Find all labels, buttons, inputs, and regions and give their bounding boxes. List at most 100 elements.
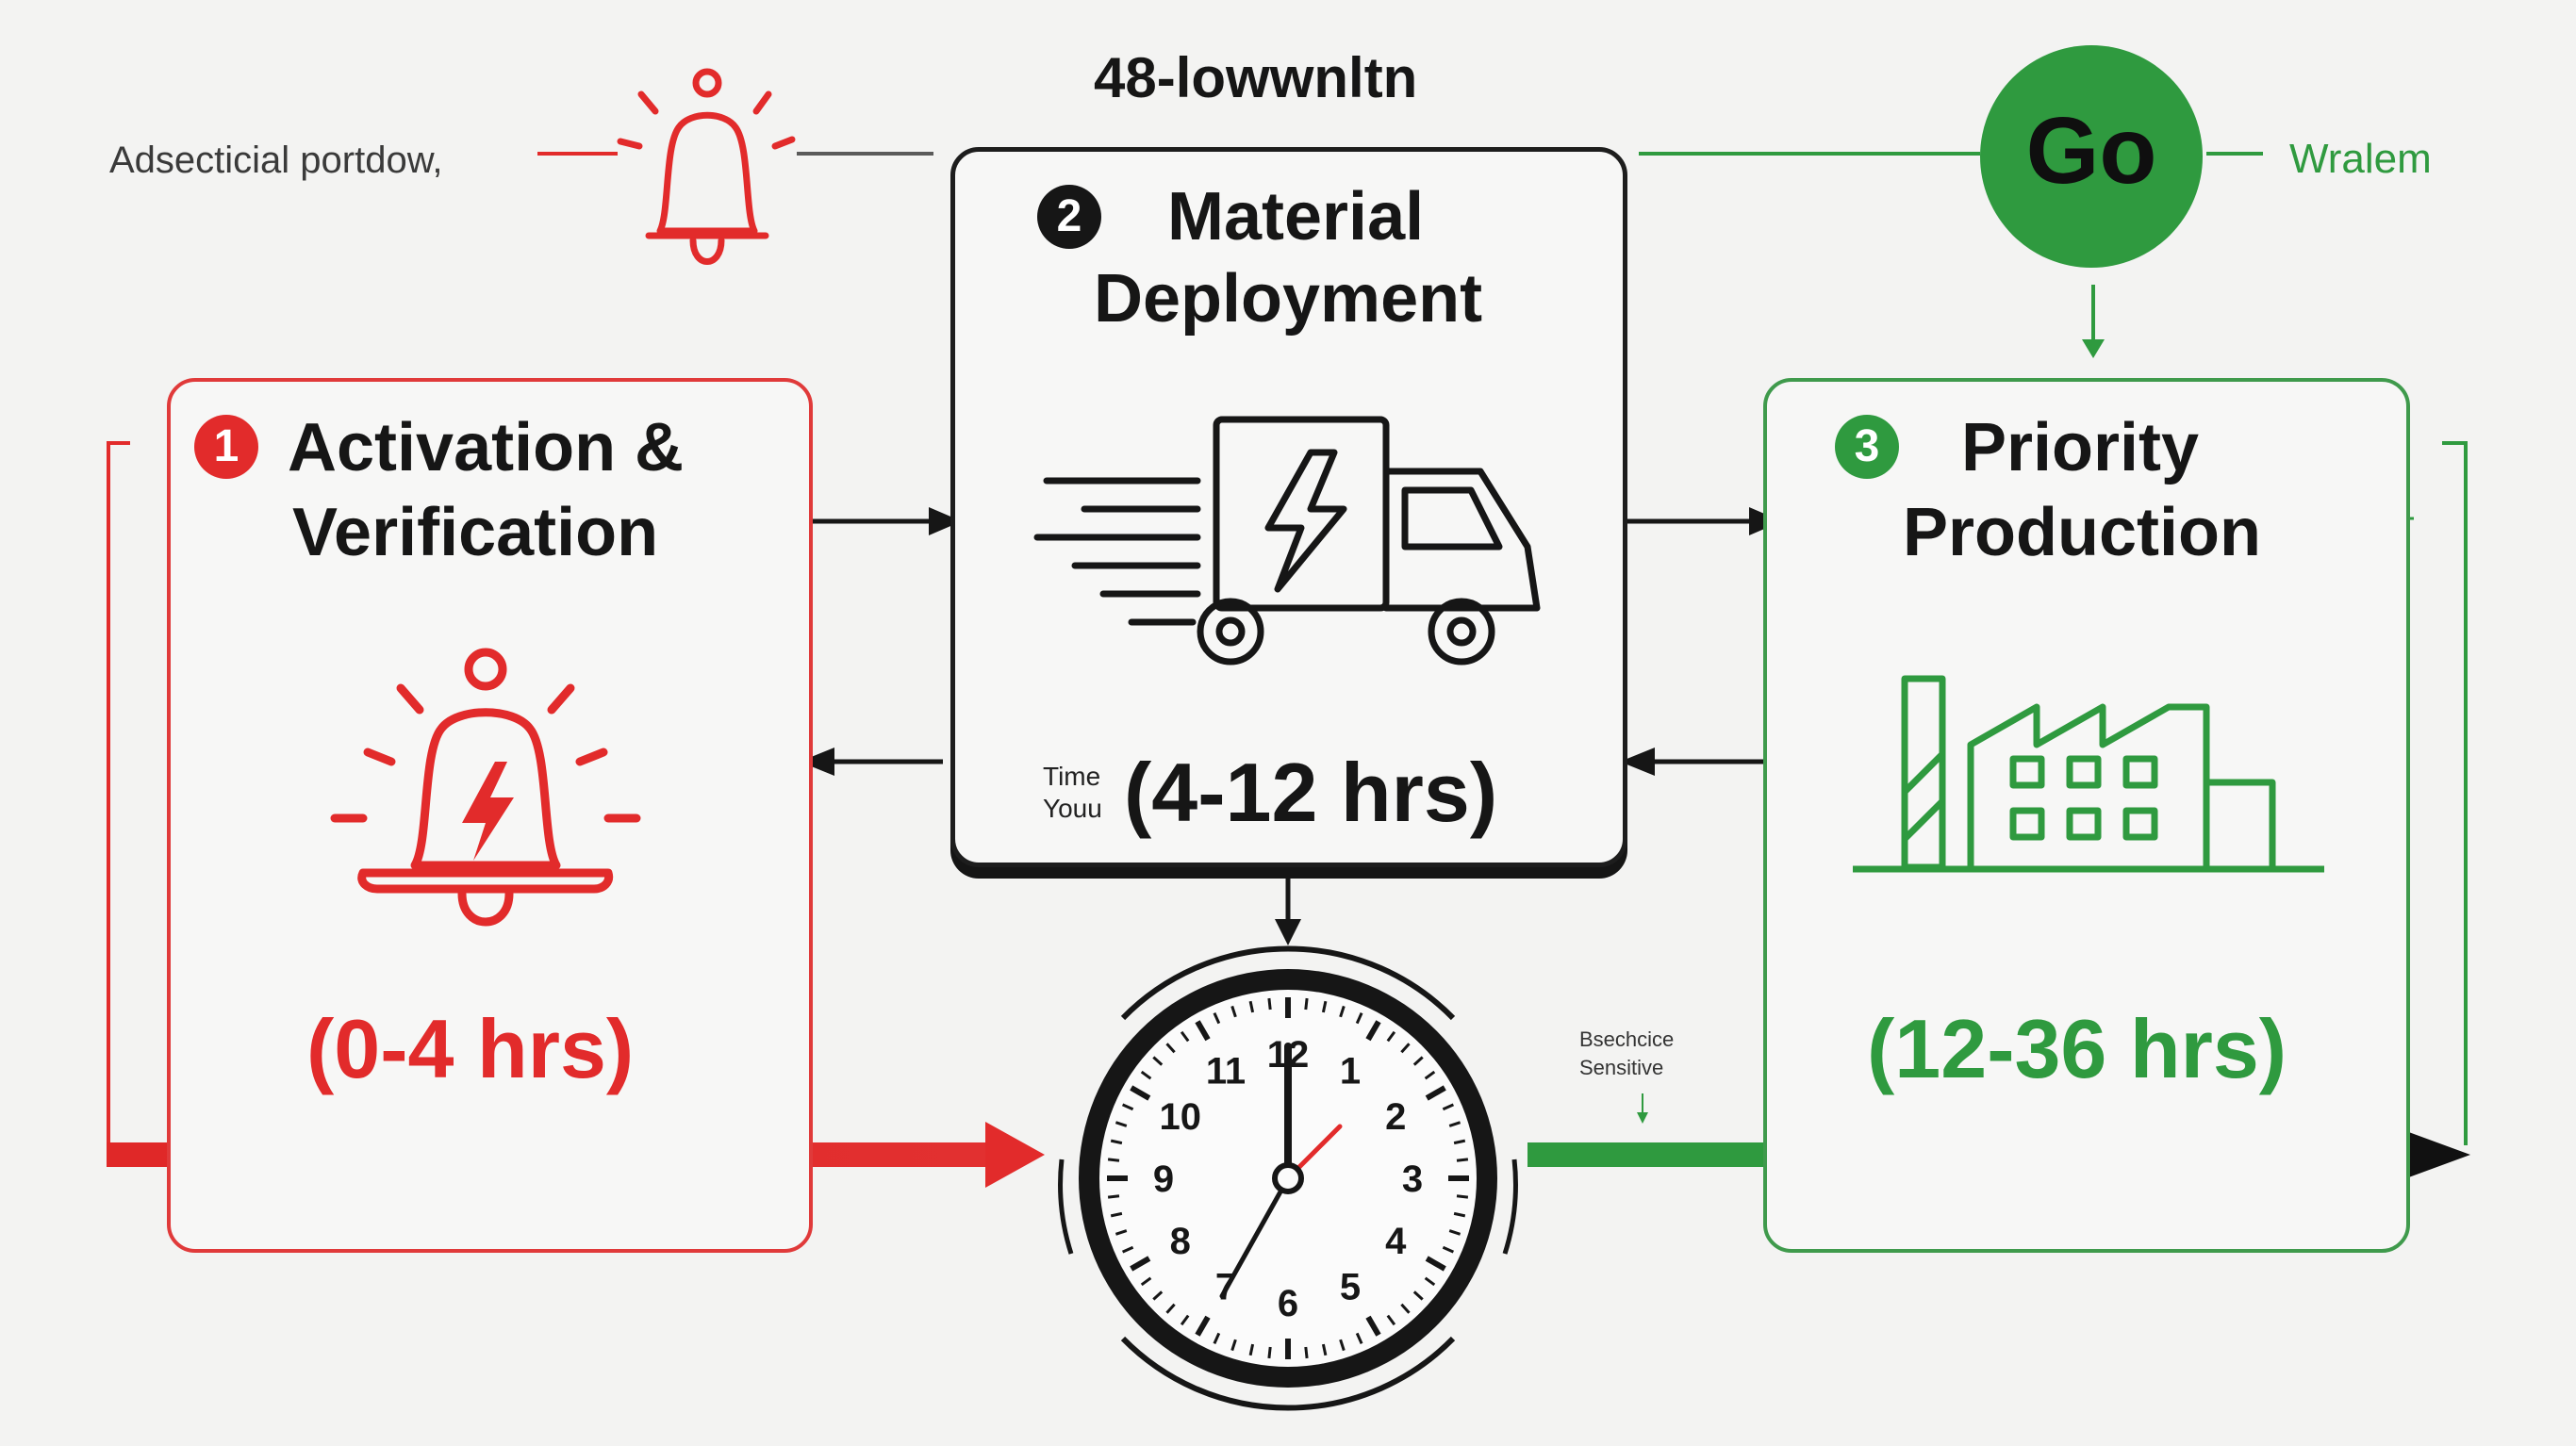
- clock-tick: [1165, 1043, 1176, 1054]
- clock-tick: [1448, 1229, 1461, 1236]
- red-arrowhead: [985, 1122, 1045, 1188]
- clock-tick: [1448, 1121, 1461, 1127]
- clock-tick: [1456, 1158, 1469, 1162]
- clock-tick: [1412, 1290, 1424, 1301]
- clock-tick: [1386, 1314, 1396, 1326]
- clock-tick: [1165, 1303, 1176, 1314]
- clock-tick: [1339, 1005, 1346, 1018]
- step-2-badge: 2: [1037, 185, 1101, 249]
- clock-tick: [1355, 1011, 1363, 1025]
- clock-tick: [1453, 1211, 1466, 1218]
- clock-tick: [1107, 1158, 1120, 1162]
- arrow-1-to-2: [929, 507, 962, 535]
- go-label: Go: [2025, 98, 2157, 204]
- time-label-line1: Time: [1043, 762, 1101, 791]
- clock-tick: [1304, 997, 1309, 1011]
- clock-tick: [1130, 1085, 1151, 1101]
- clock-tick: [1442, 1103, 1455, 1111]
- clock-tick: [1304, 1346, 1309, 1359]
- clock-tick: [1400, 1303, 1411, 1314]
- go-button[interactable]: Go: [1980, 45, 2203, 268]
- clock-tick: [1386, 1030, 1396, 1043]
- clock-number: 5: [1340, 1266, 1361, 1307]
- step-3-badge: 3: [1835, 415, 1899, 479]
- clock-tick: [1195, 1020, 1211, 1042]
- clock-number: 11: [1206, 1051, 1246, 1093]
- step-3-title-line1: Priority: [1961, 410, 2200, 485]
- clock-number: 6: [1278, 1283, 1298, 1324]
- clock-minute-hand: [1219, 1175, 1291, 1299]
- clock-tick: [1424, 1276, 1436, 1287]
- clock-tick: [1365, 1315, 1381, 1337]
- clock-tick: [1115, 1121, 1128, 1127]
- left-header-label: Adsecticial portdow,: [109, 140, 443, 181]
- arrow-2-to-1: [800, 748, 834, 776]
- arrow-2-to-clock: [1275, 919, 1301, 945]
- step-2-duration: (4-12 hrs): [1124, 746, 1498, 839]
- clock-tick: [1424, 1070, 1436, 1080]
- clock-tick: [1213, 1011, 1221, 1025]
- clock-tick: [1180, 1030, 1190, 1043]
- clock-ticks: [1107, 997, 1469, 1359]
- clock-tick: [1140, 1276, 1152, 1287]
- clock-tick: [1230, 1005, 1237, 1018]
- go-arrow-down: [2082, 339, 2105, 358]
- clock-tick: [1412, 1056, 1424, 1066]
- clock-tick: [1110, 1139, 1123, 1145]
- step-1-title-line1: Activation &: [288, 410, 685, 485]
- clock-tick: [1365, 1020, 1381, 1042]
- clock-tick: [1213, 1332, 1221, 1345]
- step-1-duration: (0-4 hrs): [306, 1002, 635, 1095]
- clock-tick: [1230, 1339, 1237, 1352]
- factory-icon: [1853, 675, 2324, 873]
- clock-number: 8: [1170, 1221, 1191, 1262]
- clock-number: 2: [1385, 1096, 1406, 1138]
- clock-tick: [1339, 1339, 1346, 1352]
- clock-tick: [1152, 1056, 1164, 1066]
- clock-tick: [1121, 1103, 1134, 1111]
- right-header-label: Wralem: [2289, 136, 2432, 182]
- clock-tick: [1425, 1256, 1446, 1272]
- clock-tick: [1355, 1332, 1363, 1345]
- clock-icon: 121234567891011: [1058, 945, 1518, 1411]
- clock-tick: [1107, 1194, 1120, 1199]
- step-1-title-line2: Verification: [292, 495, 659, 570]
- clock-tick: [1425, 1085, 1446, 1101]
- clock-number: 9: [1153, 1158, 1174, 1200]
- clock-tick: [1442, 1245, 1455, 1254]
- clock-tick: [1121, 1245, 1134, 1254]
- right-bracket: [2442, 441, 2468, 1145]
- clock-tick: [1110, 1211, 1123, 1218]
- clock-tick: [1456, 1194, 1469, 1199]
- clock-number: 1: [1340, 1051, 1361, 1093]
- arrow-3-to-2: [1620, 748, 1655, 776]
- step-3-title-line2: Production: [1903, 495, 2261, 570]
- time-label-line2: Youu: [1043, 794, 1102, 823]
- clock-tick: [1248, 1343, 1255, 1356]
- step-1-badge: 1: [194, 415, 258, 479]
- note-line1: Bsechcice: [1579, 1027, 1675, 1051]
- clock-tick: [1248, 1000, 1255, 1013]
- clock-number: 4: [1385, 1221, 1407, 1262]
- clock-tick: [1400, 1043, 1411, 1054]
- step-3-duration: (12-36 hrs): [1867, 1002, 2287, 1095]
- step-2-title-line1: Material: [1167, 179, 1425, 255]
- clock-tick: [1152, 1290, 1164, 1301]
- clock-number: 10: [1159, 1096, 1201, 1138]
- clock-tick: [1130, 1256, 1151, 1272]
- left-bracket: [107, 441, 130, 1145]
- clock-tick: [1321, 1000, 1328, 1013]
- clock-tick: [1453, 1139, 1466, 1145]
- bell-icon: [617, 68, 796, 265]
- clock-tick: [1140, 1070, 1152, 1080]
- alarm-bell-icon: [330, 648, 641, 927]
- diagram-title: 48-lowwnltn: [1094, 46, 1418, 109]
- clock-number: 3: [1402, 1158, 1423, 1200]
- delivery-truck-icon: [1033, 416, 1541, 665]
- clock-tick: [1180, 1314, 1190, 1326]
- step-2-title-line2: Deployment: [1094, 261, 1483, 337]
- clock-tick: [1267, 997, 1272, 1011]
- clock-center: [1272, 1162, 1304, 1194]
- clock-tick: [1267, 1346, 1272, 1359]
